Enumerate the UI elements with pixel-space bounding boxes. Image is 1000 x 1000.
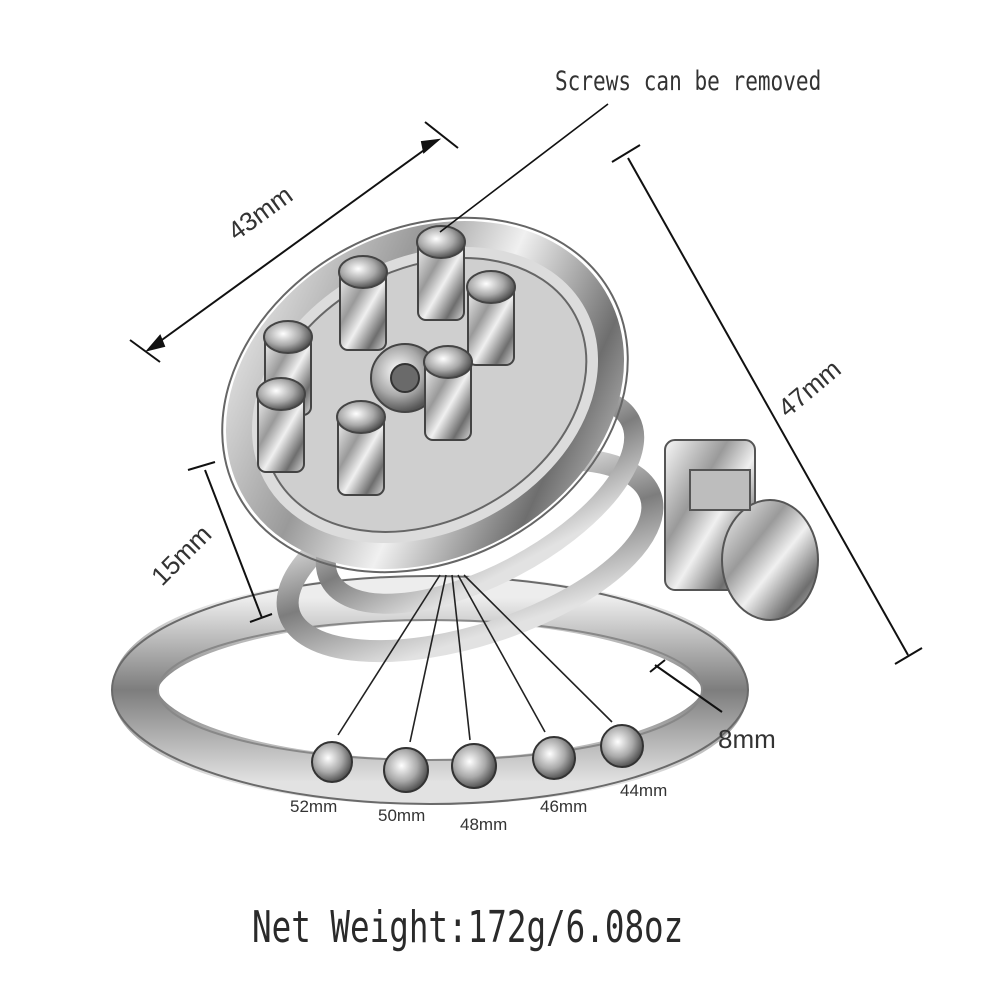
lock-block (664, 439, 819, 621)
screws (256, 225, 516, 496)
screw (338, 255, 388, 351)
screw (416, 225, 466, 321)
dimension-ring-label: 8mm (718, 724, 776, 754)
ring-size-label: 50mm (378, 806, 426, 825)
ring-size-label: 48mm (460, 815, 508, 834)
callout-text: Screws can be removed (555, 66, 822, 97)
size-holes (311, 724, 644, 793)
ring-size-label: 44mm (620, 781, 668, 800)
screw (423, 345, 473, 441)
net-weight-text: Net Weight:172g/6.08oz (252, 902, 684, 953)
dimension-line-width (129, 121, 459, 363)
screw (336, 400, 386, 496)
base-ring (111, 575, 749, 805)
screw (466, 270, 516, 366)
size-leader-lines (337, 574, 613, 743)
ring-size-label: 52mm (290, 797, 338, 816)
dimension-line-depth (187, 461, 273, 623)
ring-size-label: 46mm (540, 797, 588, 816)
dimension-line-ring (649, 659, 723, 713)
callout-line (439, 103, 609, 233)
screw (256, 377, 306, 473)
dimension-line-height (611, 144, 923, 665)
